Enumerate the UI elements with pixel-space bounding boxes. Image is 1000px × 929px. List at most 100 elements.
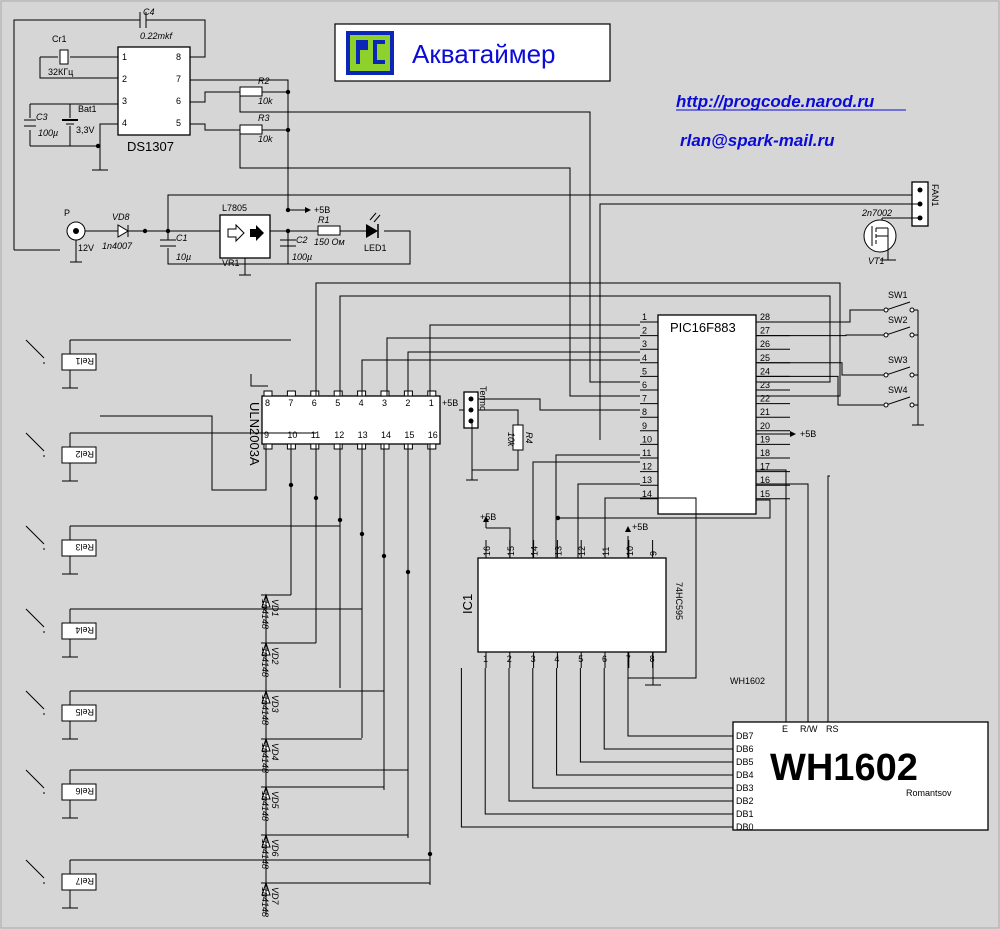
lcd-pin-label: DB1 <box>736 809 754 819</box>
svg-text:L7805: L7805 <box>222 203 247 213</box>
pic-label: PIC16F883 <box>670 320 736 335</box>
uln-pin-label: 15 <box>404 430 414 440</box>
svg-text:R3: R3 <box>258 113 270 123</box>
diode-value: 1n4148 <box>260 647 270 677</box>
lcd-pin-label: DB0 <box>736 822 754 832</box>
switch-label: SW4 <box>888 385 908 395</box>
pic-pin-label: 21 <box>760 407 770 417</box>
led-icon <box>366 224 378 238</box>
pic-pin-label: 6 <box>642 380 647 390</box>
svg-text:5: 5 <box>176 118 181 128</box>
uln-pin-label: 6 <box>312 398 317 408</box>
relay-4: Rel4 <box>25 608 97 658</box>
ic1-pin-label: 9 <box>649 551 659 556</box>
svg-text:12V: 12V <box>78 243 94 253</box>
ic1-pin-label: 5 <box>578 654 583 664</box>
uln-pin-label: 13 <box>358 430 368 440</box>
svg-text:2: 2 <box>122 74 127 84</box>
svg-text:FAN1: FAN1 <box>930 184 940 207</box>
pic-pin-label: 11 <box>642 448 651 458</box>
page-title: Акватаймер <box>412 39 556 69</box>
relay-label: Rel2 <box>75 449 94 459</box>
ic1-pin-label: 14 <box>530 546 540 556</box>
ds1307-label: DS1307 <box>127 139 174 154</box>
svg-text:2n7002: 2n7002 <box>861 208 892 218</box>
switch-label: SW1 <box>888 290 908 300</box>
svg-text:10k: 10k <box>506 432 516 447</box>
svg-text:R2: R2 <box>258 76 270 86</box>
pic-chip: PIC16F883 <box>657 314 757 515</box>
pic-pin-label: 28 <box>760 312 770 322</box>
diode-value: 1n4148 <box>260 599 270 629</box>
uln-pin-label: 11 <box>311 430 320 440</box>
url-link[interactable]: http://progcode.narod.ru <box>676 92 875 111</box>
uln-pin-label: 4 <box>359 398 364 408</box>
ic1-pin-label: 6 <box>602 654 607 664</box>
relay-5: Rel5 <box>25 690 97 740</box>
pic-pin-label: 1 <box>642 312 647 322</box>
svg-text:150 Ом: 150 Ом <box>314 237 345 247</box>
pic-pin-label: 15 <box>760 489 770 499</box>
svg-text:VR1: VR1 <box>222 258 240 268</box>
svg-text:10µ: 10µ <box>176 252 191 262</box>
relay-label: Rel6 <box>75 786 94 796</box>
svg-text:+5В: +5В <box>800 429 816 439</box>
svg-text:7: 7 <box>176 74 181 84</box>
uln-pin-label: 2 <box>405 398 410 408</box>
relay-3: Rel3 <box>25 525 97 575</box>
svg-text:P: P <box>64 208 70 218</box>
lcd-module: WH1602 Romantsov <box>732 721 989 831</box>
pic-pin-label: 25 <box>760 353 770 363</box>
lcd-pin-label: DB7 <box>736 731 754 741</box>
pic-pin-label: 9 <box>642 421 647 431</box>
pic-pin-label: 23 <box>760 380 770 390</box>
pic-pin-label: 16 <box>760 475 770 485</box>
relay-7: Rel7 <box>25 859 97 909</box>
svg-text:+5В: +5В <box>632 522 648 532</box>
svg-text:+5В: +5В <box>480 512 496 522</box>
uln-pin-label: 8 <box>265 398 270 408</box>
uln-pin-label: 1 <box>429 398 434 408</box>
pic-pin-label: 12 <box>642 462 652 472</box>
relay-label: Rel1 <box>75 356 94 366</box>
diode-ref: VD3 <box>270 695 280 713</box>
diode-value: 1n4148 <box>260 695 270 725</box>
svg-text:R4: R4 <box>524 432 534 444</box>
svg-text:0.22mkf: 0.22mkf <box>140 31 174 41</box>
ic1-chip: IC1 74HC595 <box>460 557 684 653</box>
lcd-pin-label: DB3 <box>736 783 754 793</box>
pic-pin-label: 19 <box>760 434 770 444</box>
diode-ref: VD6 <box>270 839 280 857</box>
pic-pin-label: 10 <box>642 434 652 444</box>
pic-pin-label: 26 <box>760 339 770 349</box>
pic-pin-label: 7 <box>642 394 647 404</box>
email-link[interactable]: rlan@spark-mail.ru <box>680 131 835 150</box>
ic1-pin-label: 11 <box>601 547 611 556</box>
uln-chip: ULN2003A <box>247 395 441 466</box>
pic-pin-label: 5 <box>642 366 647 376</box>
svg-text:1: 1 <box>122 52 127 62</box>
lcd-pin-label: DB2 <box>736 796 754 806</box>
diode-ref: VD4 <box>270 743 280 761</box>
uln-pin-label: 12 <box>334 430 344 440</box>
uln-pin-label: 10 <box>287 430 297 440</box>
svg-text:Cr1: Cr1 <box>52 34 67 44</box>
title-block: Акватаймер <box>334 23 611 82</box>
svg-text:8: 8 <box>176 52 181 62</box>
svg-text:VD8: VD8 <box>112 212 130 222</box>
lcd-pin-label: E <box>782 724 788 734</box>
svg-text:32КГц: 32КГц <box>48 67 73 77</box>
svg-text:100µ: 100µ <box>38 128 58 138</box>
svg-text:C2: C2 <box>296 235 308 245</box>
uln-pin-label: 3 <box>382 398 387 408</box>
pic-pin-label: 24 <box>760 366 770 376</box>
ds1307-chip: 1 2 3 4 8 7 6 5 DS1307 <box>117 46 191 154</box>
ic1-pin-label: 8 <box>650 654 655 664</box>
relay-label: Rel3 <box>75 542 94 552</box>
pic-pin-label: 3 <box>642 339 647 349</box>
